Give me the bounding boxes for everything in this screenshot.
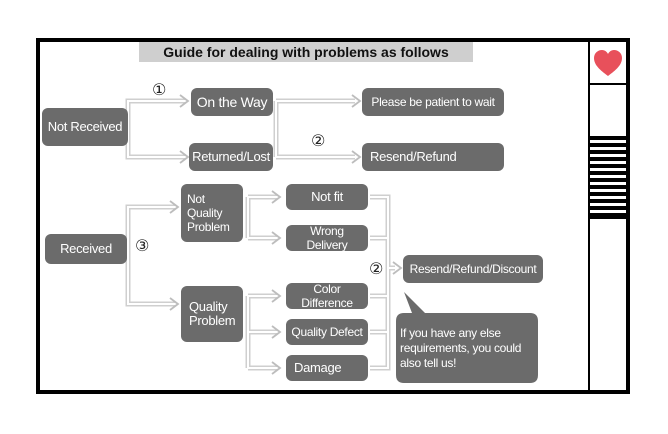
- note-callout-bubble: [396, 292, 538, 383]
- node-color-difference: Color Difference: [286, 282, 368, 310]
- node-wrong-delivery: Wrong Delivery: [286, 224, 368, 252]
- marker-three: ③: [135, 236, 150, 255]
- node-quality-problem: Quality Problem: [181, 286, 243, 342]
- heart-icon[interactable]: [594, 50, 622, 76]
- node-resend-refund-discount: Resend/Refund/Discount: [403, 255, 543, 283]
- node-please-wait: Please be patient to wait: [362, 88, 504, 116]
- marker-two-top: ②: [311, 131, 326, 150]
- marker-two-bottom: ②: [369, 259, 384, 278]
- marker-one: ①: [152, 80, 167, 99]
- hamburger-icon[interactable]: [590, 136, 627, 217]
- node-not-fit: Not fit: [286, 184, 368, 210]
- node-resend-refund: Resend/Refund: [362, 143, 504, 171]
- node-returned-lost: Returned/Lost: [189, 143, 273, 171]
- node-received: Received: [45, 234, 127, 264]
- node-not-quality-problem: Not Quality Problem: [181, 184, 243, 242]
- node-on-the-way: On the Way: [191, 88, 273, 116]
- diagram-title: Guide for dealing with problems as follo…: [139, 42, 473, 62]
- outer-frame: [36, 38, 630, 394]
- node-not-received: Not Received: [42, 108, 128, 146]
- node-quality-defect: Quality Defect: [286, 319, 368, 345]
- note-text: If you have any else requirements, you c…: [400, 325, 522, 370]
- node-damage: Damage: [286, 355, 368, 381]
